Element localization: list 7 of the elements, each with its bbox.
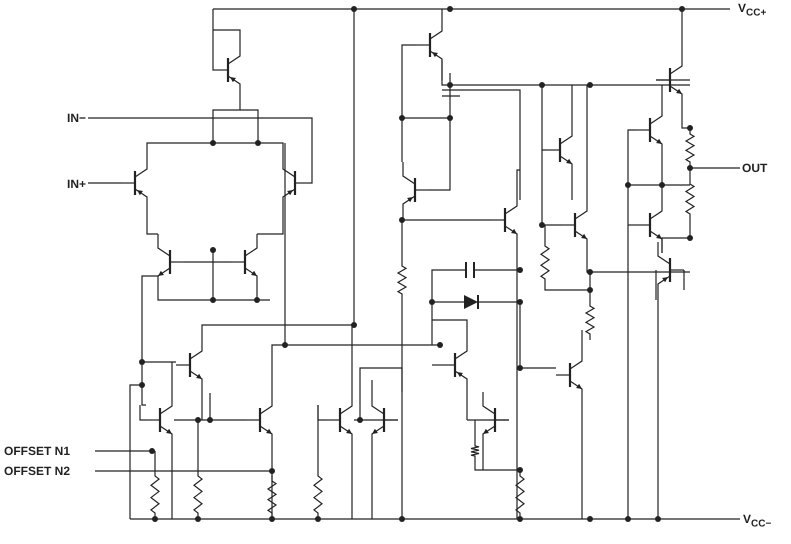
pin-label: OFFSET N1	[4, 444, 70, 458]
pin-label: V$_{CC+}$	[738, 1, 766, 20]
pin-label: IN−	[66, 111, 86, 125]
pin-label: V$_{CC−}$	[743, 512, 772, 532]
pin-label: IN+	[66, 177, 86, 191]
pin-label: OUT	[742, 161, 768, 175]
pin-label: OFFSET N2	[4, 464, 70, 478]
